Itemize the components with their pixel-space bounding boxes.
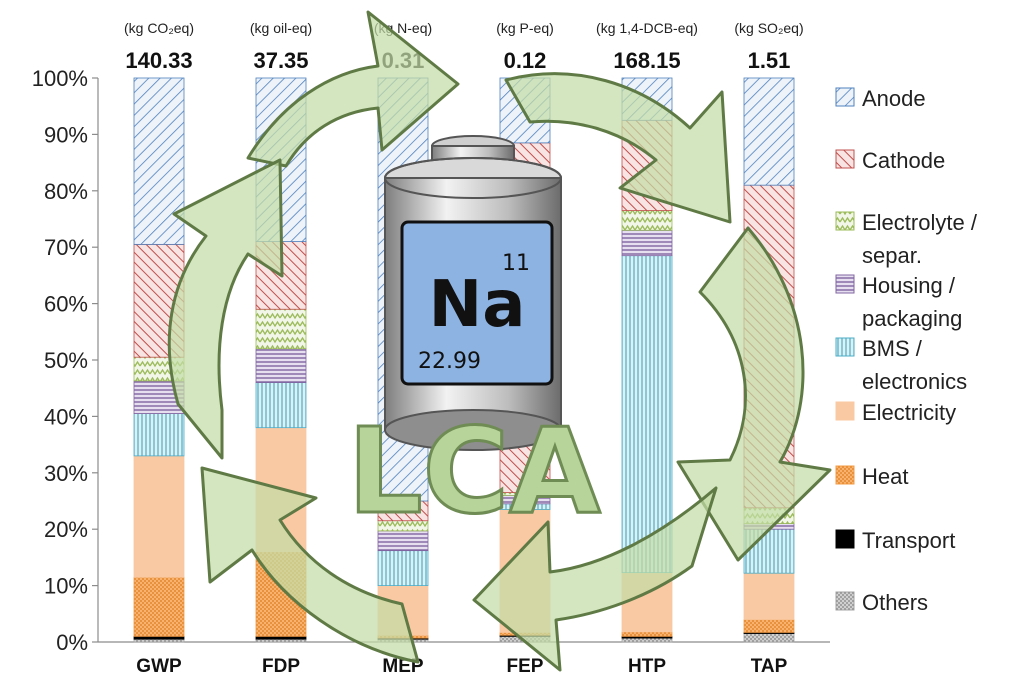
bar-segment-housing-packaging <box>621 229 673 257</box>
legend-label: Electricity <box>862 400 956 425</box>
unit-label: (kg CO₂eq) <box>124 20 194 36</box>
bar-segment-electrolyte-separ- <box>621 210 673 231</box>
bar-segment-bms-electronics <box>255 382 307 429</box>
bar-segment-heat <box>621 631 673 637</box>
total-value-label: 140.33 <box>125 48 192 73</box>
legend-label: separ. <box>862 243 922 268</box>
legend-swatch <box>835 337 855 357</box>
x-tick-label: HTP <box>628 656 666 677</box>
y-tick-label: 80% <box>44 179 88 204</box>
bar-segment-electricity <box>133 455 185 578</box>
arrow-left-icon <box>167 158 284 460</box>
bar-segment-transport <box>133 635 185 640</box>
y-tick-label: 60% <box>44 292 88 317</box>
legend-swatch <box>835 465 855 485</box>
element-symbol: Na <box>429 268 526 342</box>
unit-label: (kg oil-eq) <box>250 20 312 36</box>
axis-layer: 0% 10% 20% 30% 40% 50% 60% 70% 80% 90% 100% <box>32 66 830 655</box>
bar-segment-bms-electronics <box>133 413 185 457</box>
total-value-label: 168.15 <box>613 48 680 73</box>
bar-segment-heat <box>743 619 795 633</box>
bar-segment-electrolyte-separ- <box>255 308 307 350</box>
legend-label: Housing / <box>862 273 956 298</box>
legend-label: Heat <box>862 464 908 489</box>
arrow-right-icon <box>676 226 832 562</box>
unit-label: (kg 1,4-DCB-eq) <box>596 20 698 36</box>
legend-label: Electrolyte / <box>862 210 978 235</box>
legend-swatch <box>835 401 855 421</box>
legend-swatch <box>835 211 855 231</box>
legend-swatch <box>835 274 855 294</box>
bar-segment-transport <box>255 635 307 640</box>
bar-segment-electricity <box>743 572 795 620</box>
y-tick-label: 30% <box>44 461 88 486</box>
x-tick-label: GWP <box>136 656 182 677</box>
total-value-label: 37.35 <box>253 48 308 73</box>
y-tick-label: 20% <box>44 517 88 542</box>
arrow-bottom-left-icon <box>200 466 420 664</box>
x-tick-label: TAP <box>751 656 788 677</box>
total-value-label: 1.51 <box>748 48 791 73</box>
legend-label: Transport <box>862 528 955 553</box>
arrow-bottom-right-icon <box>472 486 718 672</box>
legend-label: electronics <box>862 369 967 394</box>
bar-segment-bms-electronics <box>377 550 429 587</box>
lca-text: LCA <box>347 402 600 540</box>
lca-overlay-graphic: 11 Na 22.99 LCA <box>167 10 832 672</box>
element-label-box <box>400 220 554 386</box>
legend-label: BMS / <box>862 336 923 361</box>
y-tick-label: 10% <box>44 574 88 599</box>
legend-swatch <box>835 529 855 549</box>
legend-label: packaging <box>862 306 962 331</box>
x-tick-label: FDP <box>262 656 300 677</box>
y-tick-label: 100% <box>32 66 88 91</box>
battery-icon: 11 Na 22.99 <box>384 135 562 451</box>
bar-segment-others <box>133 638 185 643</box>
bar-segment-others <box>621 637 673 643</box>
unit-label: (kg P-eq) <box>496 20 554 36</box>
y-tick-label: 0% <box>56 630 88 655</box>
legend-label: Anode <box>862 86 926 111</box>
total-value-label: 0.12 <box>504 48 547 73</box>
bar-segment-heat <box>133 576 185 637</box>
atomic-number: 11 <box>502 251 530 276</box>
bar-segment-housing-packaging <box>255 348 307 383</box>
bar-segment-anode <box>133 77 185 245</box>
legend-swatch <box>835 149 855 169</box>
atomic-mass: 22.99 <box>418 349 481 374</box>
y-tick-label: 70% <box>44 235 88 260</box>
legend-swatch <box>835 87 855 107</box>
arrow-top-left-icon <box>246 10 460 168</box>
recycling-arrows-icon <box>167 10 832 672</box>
legend-label: Others <box>862 590 928 615</box>
legend-swatch <box>835 591 855 611</box>
y-tick-label: 40% <box>44 404 88 429</box>
bar-segment-others <box>255 638 307 643</box>
unit-label: (kg SO₂eq) <box>734 20 803 36</box>
legend-label: Cathode <box>862 148 945 173</box>
x-tick-label: FEP <box>507 656 544 677</box>
arrow-top-right-icon <box>504 72 732 224</box>
y-tick-label: 50% <box>44 348 88 373</box>
bar-segment-others <box>743 633 795 643</box>
bar-segment-anode <box>743 77 795 186</box>
y-tick-label: 90% <box>44 122 88 147</box>
